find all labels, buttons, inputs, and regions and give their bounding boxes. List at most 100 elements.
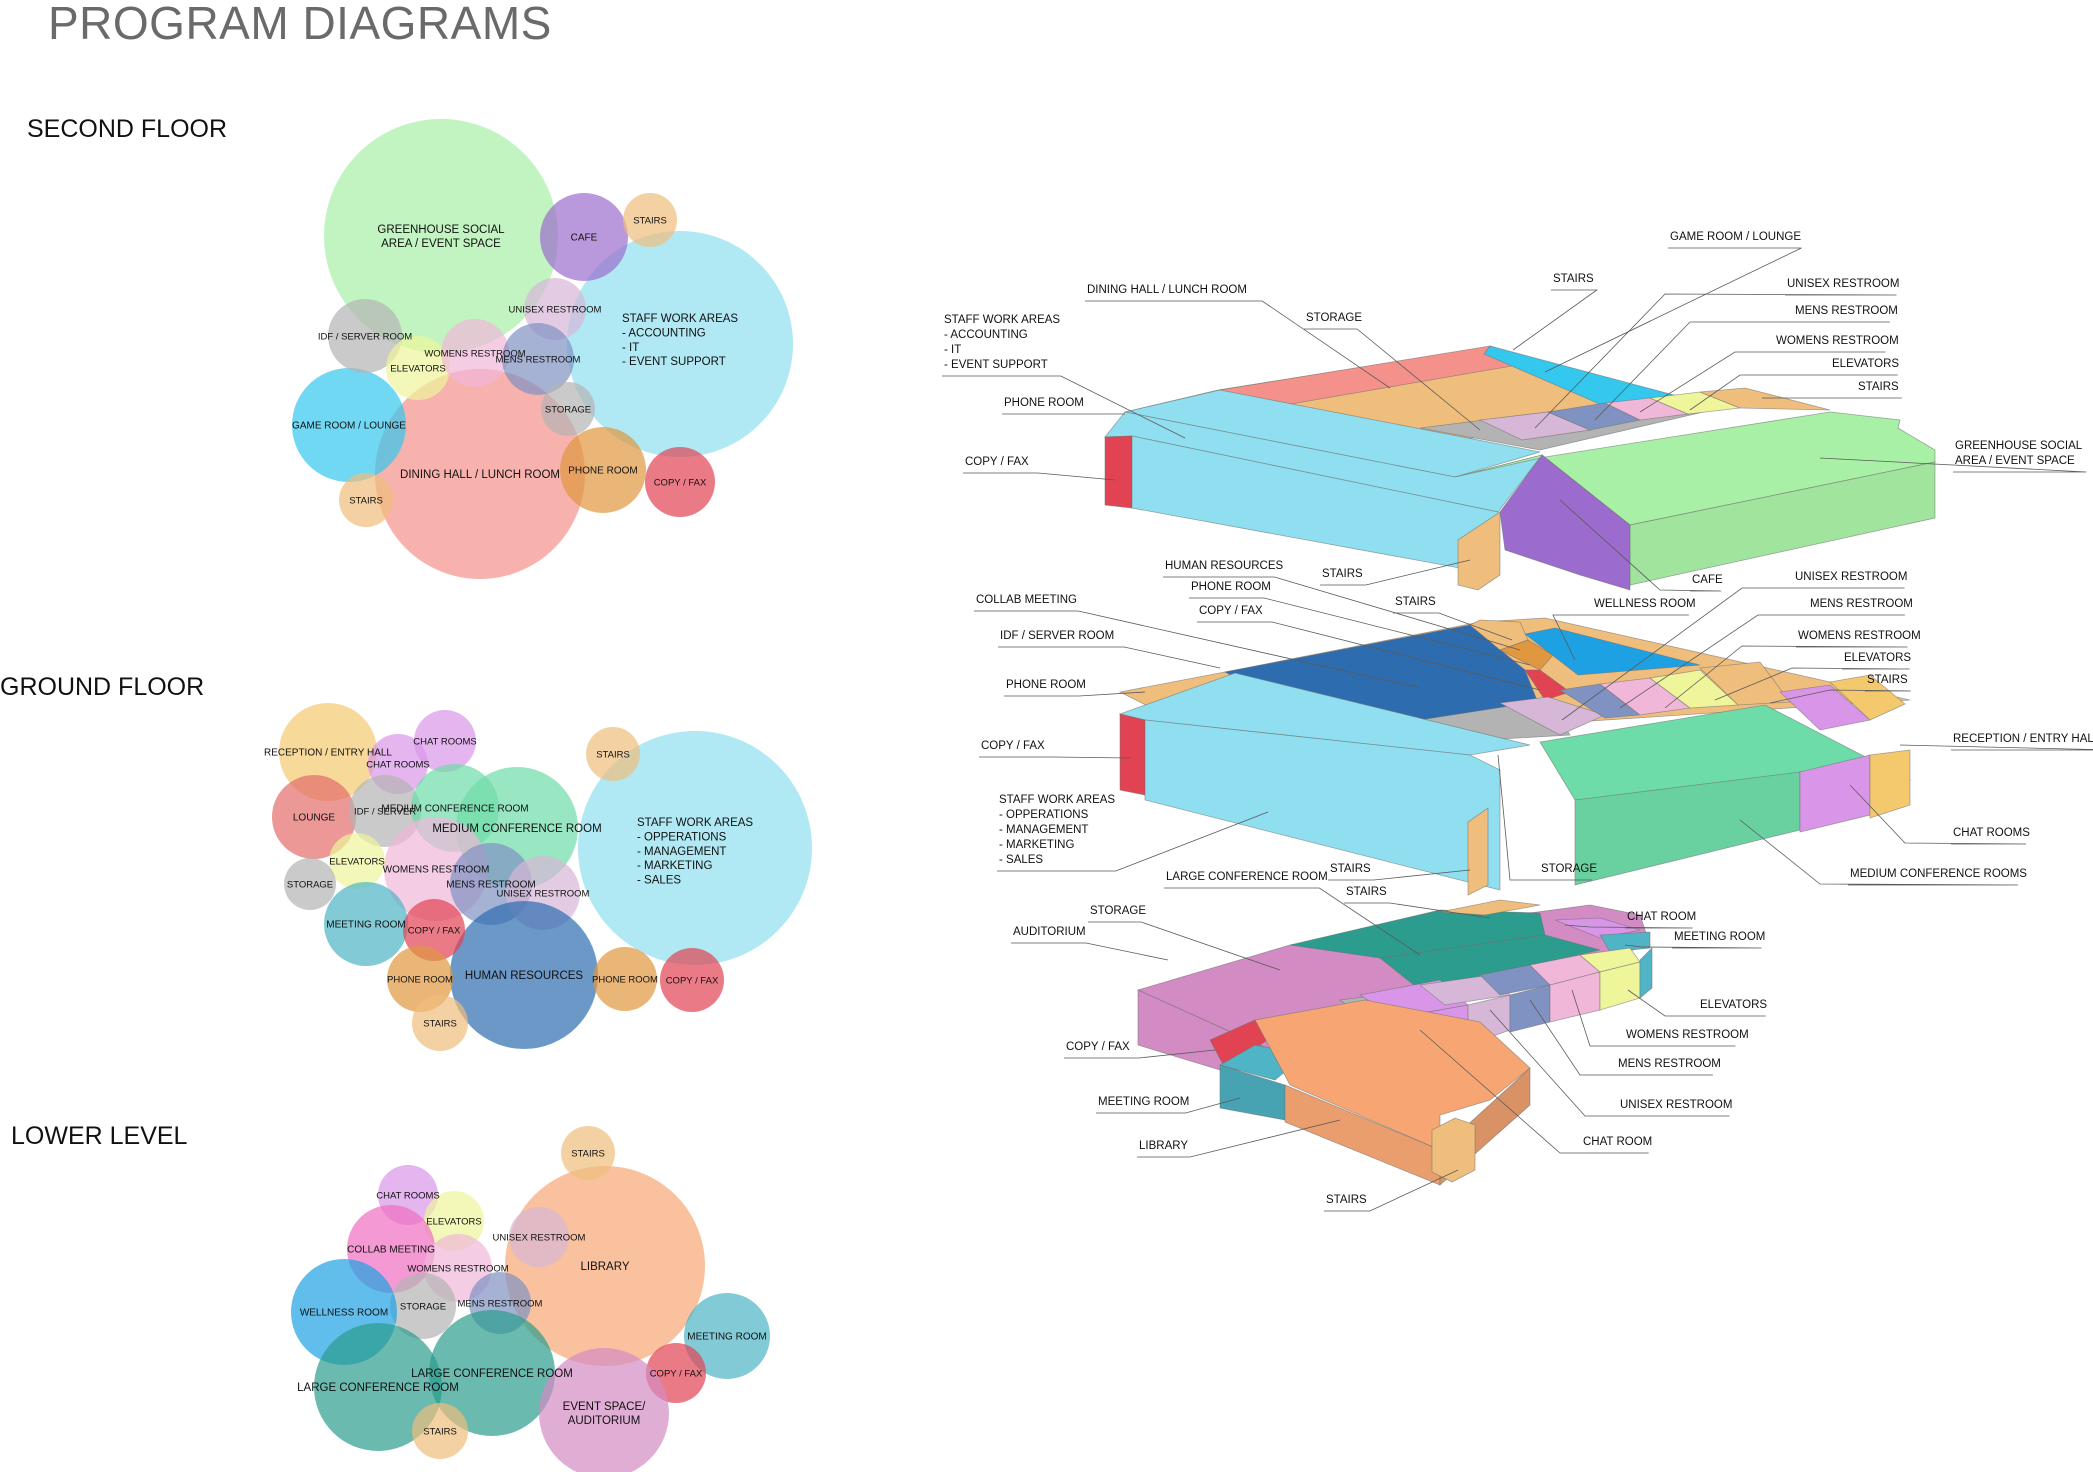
- ground-leader-medium-conference-rooms: [1739, 819, 2018, 886]
- second-leader-stairs: [1320, 559, 1471, 586]
- ground-bubble-label-elevators: ELEVATORS: [329, 856, 384, 867]
- axon-gf-reception-top: [1829, 674, 1906, 721]
- second-bubble-staff-work-areas-accounting-it-event-support: [567, 231, 793, 457]
- ground-leader-storage: [1497, 754, 1593, 881]
- ground-callout-human-resources: HUMAN RESOURCES: [1165, 560, 1284, 572]
- second-bubble-label-cafe: CAFE: [571, 233, 598, 244]
- second-bubble-stairs: [339, 473, 393, 527]
- lower-callout-copy-fax: COPY / FAX: [1066, 1041, 1130, 1053]
- second-callout-storage: STORAGE: [1306, 312, 1362, 324]
- lower-bubble-label-stairs: STAIRS: [423, 1426, 457, 1437]
- second-leader-elevators: [1689, 374, 1898, 411]
- axon-ll-library-top: [1254, 999, 1531, 1151]
- second-floor-heading: SECOND FLOOR: [27, 115, 228, 143]
- second-bubble-label-game-room-lounge: GAME ROOM / LOUNGE: [292, 421, 406, 432]
- lower-callout-mens-restroom: MENS RESTROOM: [1618, 1058, 1721, 1070]
- axon-gf-reception-front: [1869, 749, 1911, 819]
- ground-leader-unisex-restroom: [1561, 587, 1905, 721]
- ground-callout-phone-room: PHONE ROOM: [1191, 581, 1271, 593]
- lower-leader-womens-restroom: [1571, 989, 1736, 1047]
- ground-bubble-label-lounge: LOUNGE: [293, 813, 336, 824]
- second-bubble-label-stairs: STAIRS: [349, 495, 383, 506]
- ground-bubble-label-human-resources: HUMAN RESOURCES: [465, 970, 584, 982]
- second-bubble-label-idf-server-room: IDF / SERVER ROOM: [318, 331, 412, 342]
- ground-callout-phone-room: PHONE ROOM: [1006, 679, 1086, 691]
- lower-bubble-stairs: [412, 1403, 468, 1459]
- second-bubble-label-stairs: STAIRS: [633, 215, 667, 226]
- second-bubble-phone-room: [560, 427, 646, 513]
- page-title: PROGRAM DIAGRAMS: [48, 0, 552, 49]
- second-callout-elevators: ELEVATORS: [1832, 358, 1899, 370]
- lower-callout-womens-restroom: WOMENS RESTROOM: [1626, 1029, 1749, 1041]
- ground-leader-copy-fax: [979, 756, 1131, 759]
- second-bubble-label-phone-room: PHONE ROOM: [568, 466, 637, 477]
- second-leader-womens-restroom: [1639, 351, 1886, 413]
- lower-bubble-label-chat-rooms: CHAT ROOMS: [376, 1190, 440, 1201]
- second-callout-staff-work-areas-accounting-it-event-support: STAFF WORK AREAS- ACCOUNTING- IT- EVENT …: [944, 314, 1060, 371]
- second-bubble-idf-server-room: [328, 299, 402, 373]
- lower-bubble-unisex-restroom: [509, 1207, 569, 1267]
- axon-stairs-front: [1457, 511, 1501, 591]
- ground-callout-copy-fax: COPY / FAX: [1199, 605, 1263, 617]
- second-leader-cafe: [1559, 499, 1722, 592]
- second-bubble-game-room-lounge: [292, 368, 406, 482]
- ground-callout-staff-work-areas-opperations-management-marketing-sales: STAFF WORK AREAS- OPPERATIONS- MANAGEMEN…: [999, 794, 1115, 866]
- ground-callout-chat-rooms: CHAT ROOMS: [1953, 827, 2030, 839]
- second-bubble-greenhouse-social-area-event-space: [324, 119, 558, 353]
- lower-bubble-event-space-auditorium: [539, 1348, 669, 1472]
- second-leader-mens-restroom: [1594, 321, 1890, 421]
- second-leader-greenhouse-social-area-event-space: [1819, 457, 2087, 473]
- ground-leader-elevators: [1714, 667, 1910, 701]
- ground-callout-storage: STORAGE: [1541, 863, 1597, 875]
- ground-bubble-label-storage: STORAGE: [287, 879, 333, 890]
- ground-bubble-label-stairs: STAIRS: [423, 1018, 457, 1029]
- lower-leader-chat-room: [1564, 924, 1693, 929]
- second-bubble-mens-restroom: [502, 323, 574, 395]
- ground-bubble-label-phone-room: PHONE ROOM: [387, 974, 453, 985]
- lower-leader-meeting-room: [1624, 944, 1762, 949]
- second-leader-game-room-lounge: [1544, 247, 1802, 373]
- lower-callout-library: LIBRARY: [1139, 1140, 1188, 1152]
- axon-ll-largeconf-top: [1289, 909, 1546, 959]
- lower-bubble-stairs: [561, 1126, 615, 1180]
- second-bubble-cafe: [540, 193, 628, 281]
- ground-bubble-storage: [284, 858, 336, 910]
- second-bubble-storage: [541, 382, 595, 436]
- lower-leader-large-conference-room: [1164, 887, 1421, 956]
- ground-bubble-label-chat-rooms: CHAT ROOMS: [366, 759, 430, 770]
- ground-leader-collab-meeting: [974, 610, 1421, 689]
- axon-gf-staff-front: [1144, 719, 1501, 891]
- ground-bubble-label-mens-restroom: MENS RESTROOM: [446, 880, 535, 891]
- axon-stairs-top: [1699, 387, 1831, 411]
- second-bubble-label-dining-hall-lunch-room: DINING HALL / LUNCH ROOM: [400, 469, 560, 481]
- axon-ll-stairs-top: [1439, 899, 1541, 916]
- second-callout-unisex-restroom: UNISEX RESTROOM: [1787, 278, 1899, 290]
- lower-leader-elevators: [1627, 989, 1766, 1017]
- lower-callout-large-conference-room: LARGE CONFERENCE ROOM: [1166, 871, 1328, 883]
- lower-leader-stairs: [1344, 902, 1491, 919]
- lower-level-axon: [1136, 899, 1653, 1186]
- ground-callout-collab-meeting: COLLAB MEETING: [976, 594, 1077, 606]
- ground-leader-womens-restroom: [1664, 645, 1908, 709]
- lower-callout-storage: STORAGE: [1090, 905, 1146, 917]
- second-callout-womens-restroom: WOMENS RESTROOM: [1776, 335, 1899, 347]
- second-callout-stairs: STAIRS: [1322, 568, 1363, 580]
- lower-leader-library: [1137, 1119, 1341, 1158]
- ground-callout-wellness-room: WELLNESS ROOM: [1594, 598, 1696, 610]
- second-leader-storage: [1304, 328, 1481, 431]
- second-leader-dining-hall-lunch-room: [1085, 300, 1391, 389]
- ground-bubble-label-unisex-restroom: UNISEX RESTROOM: [497, 888, 590, 899]
- ground-leader-stairs: [1328, 869, 1471, 881]
- axon-ll-meeting-top: [1599, 931, 1651, 953]
- ground-bubble-human-resources: [450, 901, 598, 1049]
- ground-floor-heading: GROUND FLOOR: [0, 673, 205, 701]
- ground-callout-womens-restroom: WOMENS RESTROOM: [1798, 630, 1921, 642]
- lower-bubble-label-large-conference-room: LARGE CONFERENCE ROOM: [297, 1382, 459, 1394]
- axon-ll-stairs-front: [1431, 1117, 1476, 1183]
- ground-bubble-label-staff-work-areas-opperations-management-marketing-sales: STAFF WORK AREAS- OPPERATIONS- MANAGEMEN…: [637, 817, 753, 887]
- ground-callout-medium-conference-rooms: MEDIUM CONFERENCE ROOMS: [1850, 868, 2027, 880]
- ground-bubble-label-reception-entry-hall: RECEPTION / ENTRY HALL: [264, 748, 392, 759]
